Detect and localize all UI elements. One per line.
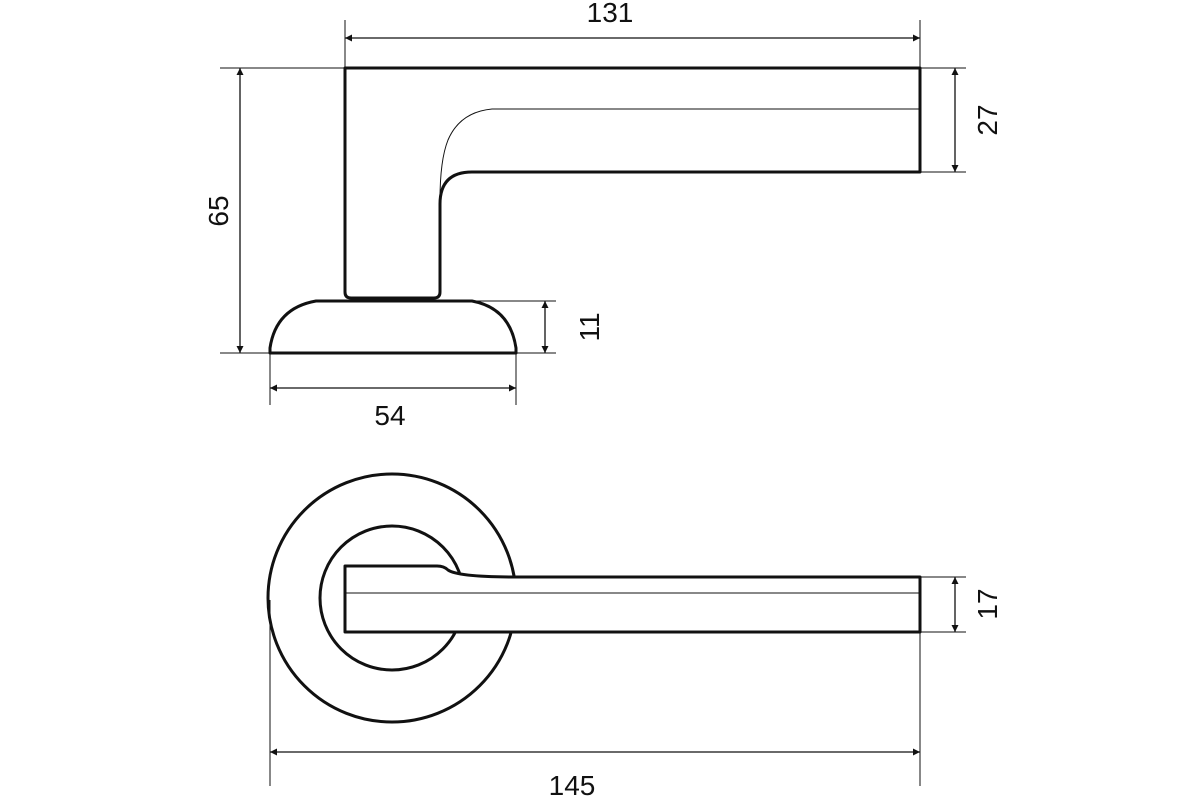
dim-label-side-length: 131 [587, 0, 634, 28]
side-view-rose [268, 299, 518, 355]
side-view-lever-outline [343, 66, 922, 300]
top-view [266, 472, 922, 724]
dim-label-rose-diameter: 54 [374, 400, 405, 431]
top-view-dimensions: 17 145 [269, 576, 1003, 800]
side-view-dimensions: 131 65 27 11 54 [203, 0, 1003, 431]
top-view-lever [343, 564, 922, 634]
side-view [268, 66, 922, 355]
dim-label-top-length: 145 [549, 770, 596, 800]
dim-label-lever-height: 27 [972, 104, 1003, 135]
dim-label-rose-height: 11 [574, 312, 605, 341]
side-view-lever-contour [439, 108, 920, 201]
dim-label-side-height: 65 [203, 195, 234, 226]
dim-label-top-width: 17 [972, 588, 1003, 619]
